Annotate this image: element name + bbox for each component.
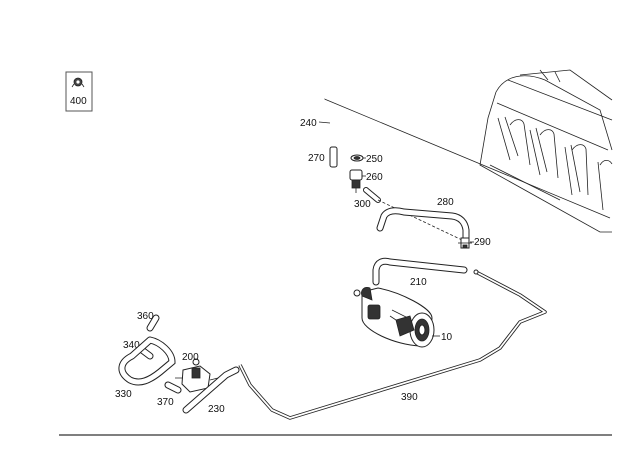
clamp-250[interactable]	[350, 154, 364, 162]
label-260: 260	[366, 172, 383, 183]
label-280: 280	[437, 197, 454, 208]
label-290: 290	[474, 237, 491, 248]
connector-290[interactable]	[458, 237, 472, 249]
canister-10[interactable]	[353, 287, 435, 348]
hose-240[interactable]	[320, 96, 360, 152]
hose-300[interactable]	[363, 187, 381, 203]
hose-340[interactable]	[138, 346, 154, 360]
hose-330[interactable]	[118, 336, 176, 386]
hose-210[interactable]	[372, 257, 468, 286]
hose-360[interactable]	[146, 314, 160, 332]
label-200: 200	[182, 352, 199, 363]
label-340: 340	[123, 340, 140, 351]
label-370: 370	[157, 397, 174, 408]
hose-280[interactable]	[376, 207, 470, 244]
engine-manifold	[321, 69, 613, 233]
label-230: 230	[208, 404, 225, 415]
label-10: 10	[441, 332, 453, 343]
fuel-line-390[interactable]	[238, 269, 547, 420]
label-210: 210	[410, 277, 427, 288]
label-240: 240	[300, 118, 317, 129]
valve-260[interactable]	[349, 169, 363, 193]
label-400: 400	[70, 96, 87, 107]
hose-370[interactable]	[164, 381, 182, 394]
label-360: 360	[137, 311, 154, 322]
label-270: 270	[308, 153, 325, 164]
label-250: 250	[366, 154, 383, 165]
label-300: 300	[354, 199, 371, 210]
reference-box-400[interactable]: 400	[65, 71, 93, 112]
hose-230[interactable]	[182, 366, 240, 414]
label-390: 390	[401, 392, 418, 403]
tube-270[interactable]	[329, 146, 338, 168]
label-330: 330	[115, 389, 132, 400]
clip-icon	[71, 77, 85, 88]
